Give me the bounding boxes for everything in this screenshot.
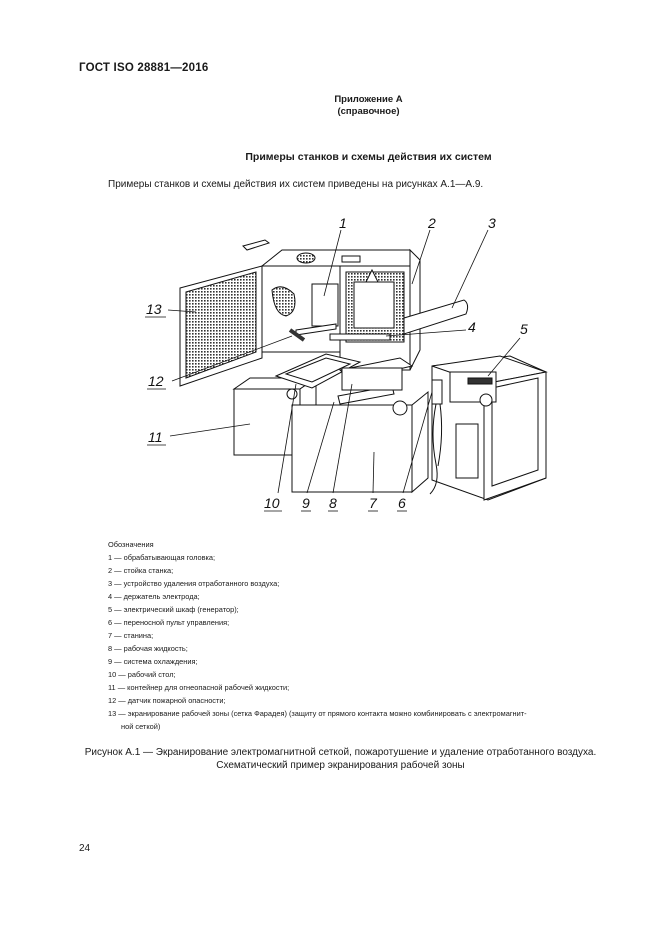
section-heading: Примеры станков и схемы действия их сист… — [245, 151, 492, 163]
legend-item: 10 — рабочий стол; — [108, 670, 176, 679]
legend-item: 12 — датчик пожарной опасности; — [108, 696, 226, 705]
callout-underlines — [145, 316, 407, 512]
legend-item: 3 — устройство удаления отработанного во… — [108, 579, 280, 588]
standard-header: ГОСТ ISO 28881—2016 — [79, 62, 209, 74]
callout-7: 7 — [369, 495, 378, 511]
legend-item: 8 — рабочая жидкость; — [108, 644, 188, 653]
callout-2: 2 — [427, 215, 436, 231]
pendant — [429, 379, 443, 495]
electrical-cabinet — [431, 355, 548, 501]
appendix-title: Приложение А — [334, 94, 403, 105]
callout-13: 13 — [146, 301, 162, 317]
callout-labels: 1 2 3 4 5 6 7 8 9 10 11 12 13 — [146, 215, 528, 511]
callout-8: 8 — [329, 495, 337, 511]
appendix-subtitle: (справочное) — [337, 106, 400, 117]
callout-1: 1 — [339, 215, 347, 231]
legend-item: 5 — электрический шкаф (генератор); — [108, 605, 239, 614]
legend-item-continuation: ной сеткой) — [121, 722, 161, 731]
legend-item: 7 — станина; — [108, 631, 154, 640]
legend: Обозначения 1 — обрабатывающая головка; … — [108, 538, 623, 733]
mesh-door — [179, 265, 263, 387]
enclosure — [242, 239, 469, 371]
legend-item: 13 — экранирование рабочей зоны (сетка Ф… — [108, 709, 527, 718]
legend-item: 6 — переносной пульт управления; — [108, 618, 230, 627]
callout-4: 4 — [468, 319, 476, 335]
fire-sensor — [288, 328, 306, 342]
callout-6: 6 — [398, 495, 406, 511]
legend-item: 2 — стойка станка; — [108, 566, 174, 575]
legend-item: 4 — держатель электрода; — [108, 592, 200, 601]
page-number: 24 — [79, 843, 91, 854]
callout-11: 11 — [148, 429, 163, 445]
callout-10: 10 — [264, 495, 280, 511]
figure-caption-line1: Рисунок А.1 — Экранирование электромагни… — [84, 747, 597, 758]
machine-figure: 1 2 3 4 5 6 7 8 9 10 11 12 13 — [145, 215, 548, 512]
figure-caption-line2: Схематический пример экранирования рабоч… — [216, 760, 465, 771]
callout-3: 3 — [488, 215, 496, 231]
legend-item: 9 — система охлаждения; — [108, 657, 198, 666]
machine-bed — [291, 390, 429, 494]
legend-title: Обозначения — [108, 540, 154, 549]
legend-item: 1 — обрабатывающая головка; — [108, 553, 216, 562]
work-table — [274, 353, 414, 416]
section-intro: Примеры станков и схемы действия их сист… — [108, 179, 484, 190]
leader-lines — [167, 229, 521, 494]
callout-12: 12 — [148, 373, 164, 389]
legend-item: 11 — контейнер для огнеопасной рабочей ж… — [108, 683, 290, 692]
callout-9: 9 — [302, 495, 310, 511]
callout-5: 5 — [520, 321, 528, 337]
